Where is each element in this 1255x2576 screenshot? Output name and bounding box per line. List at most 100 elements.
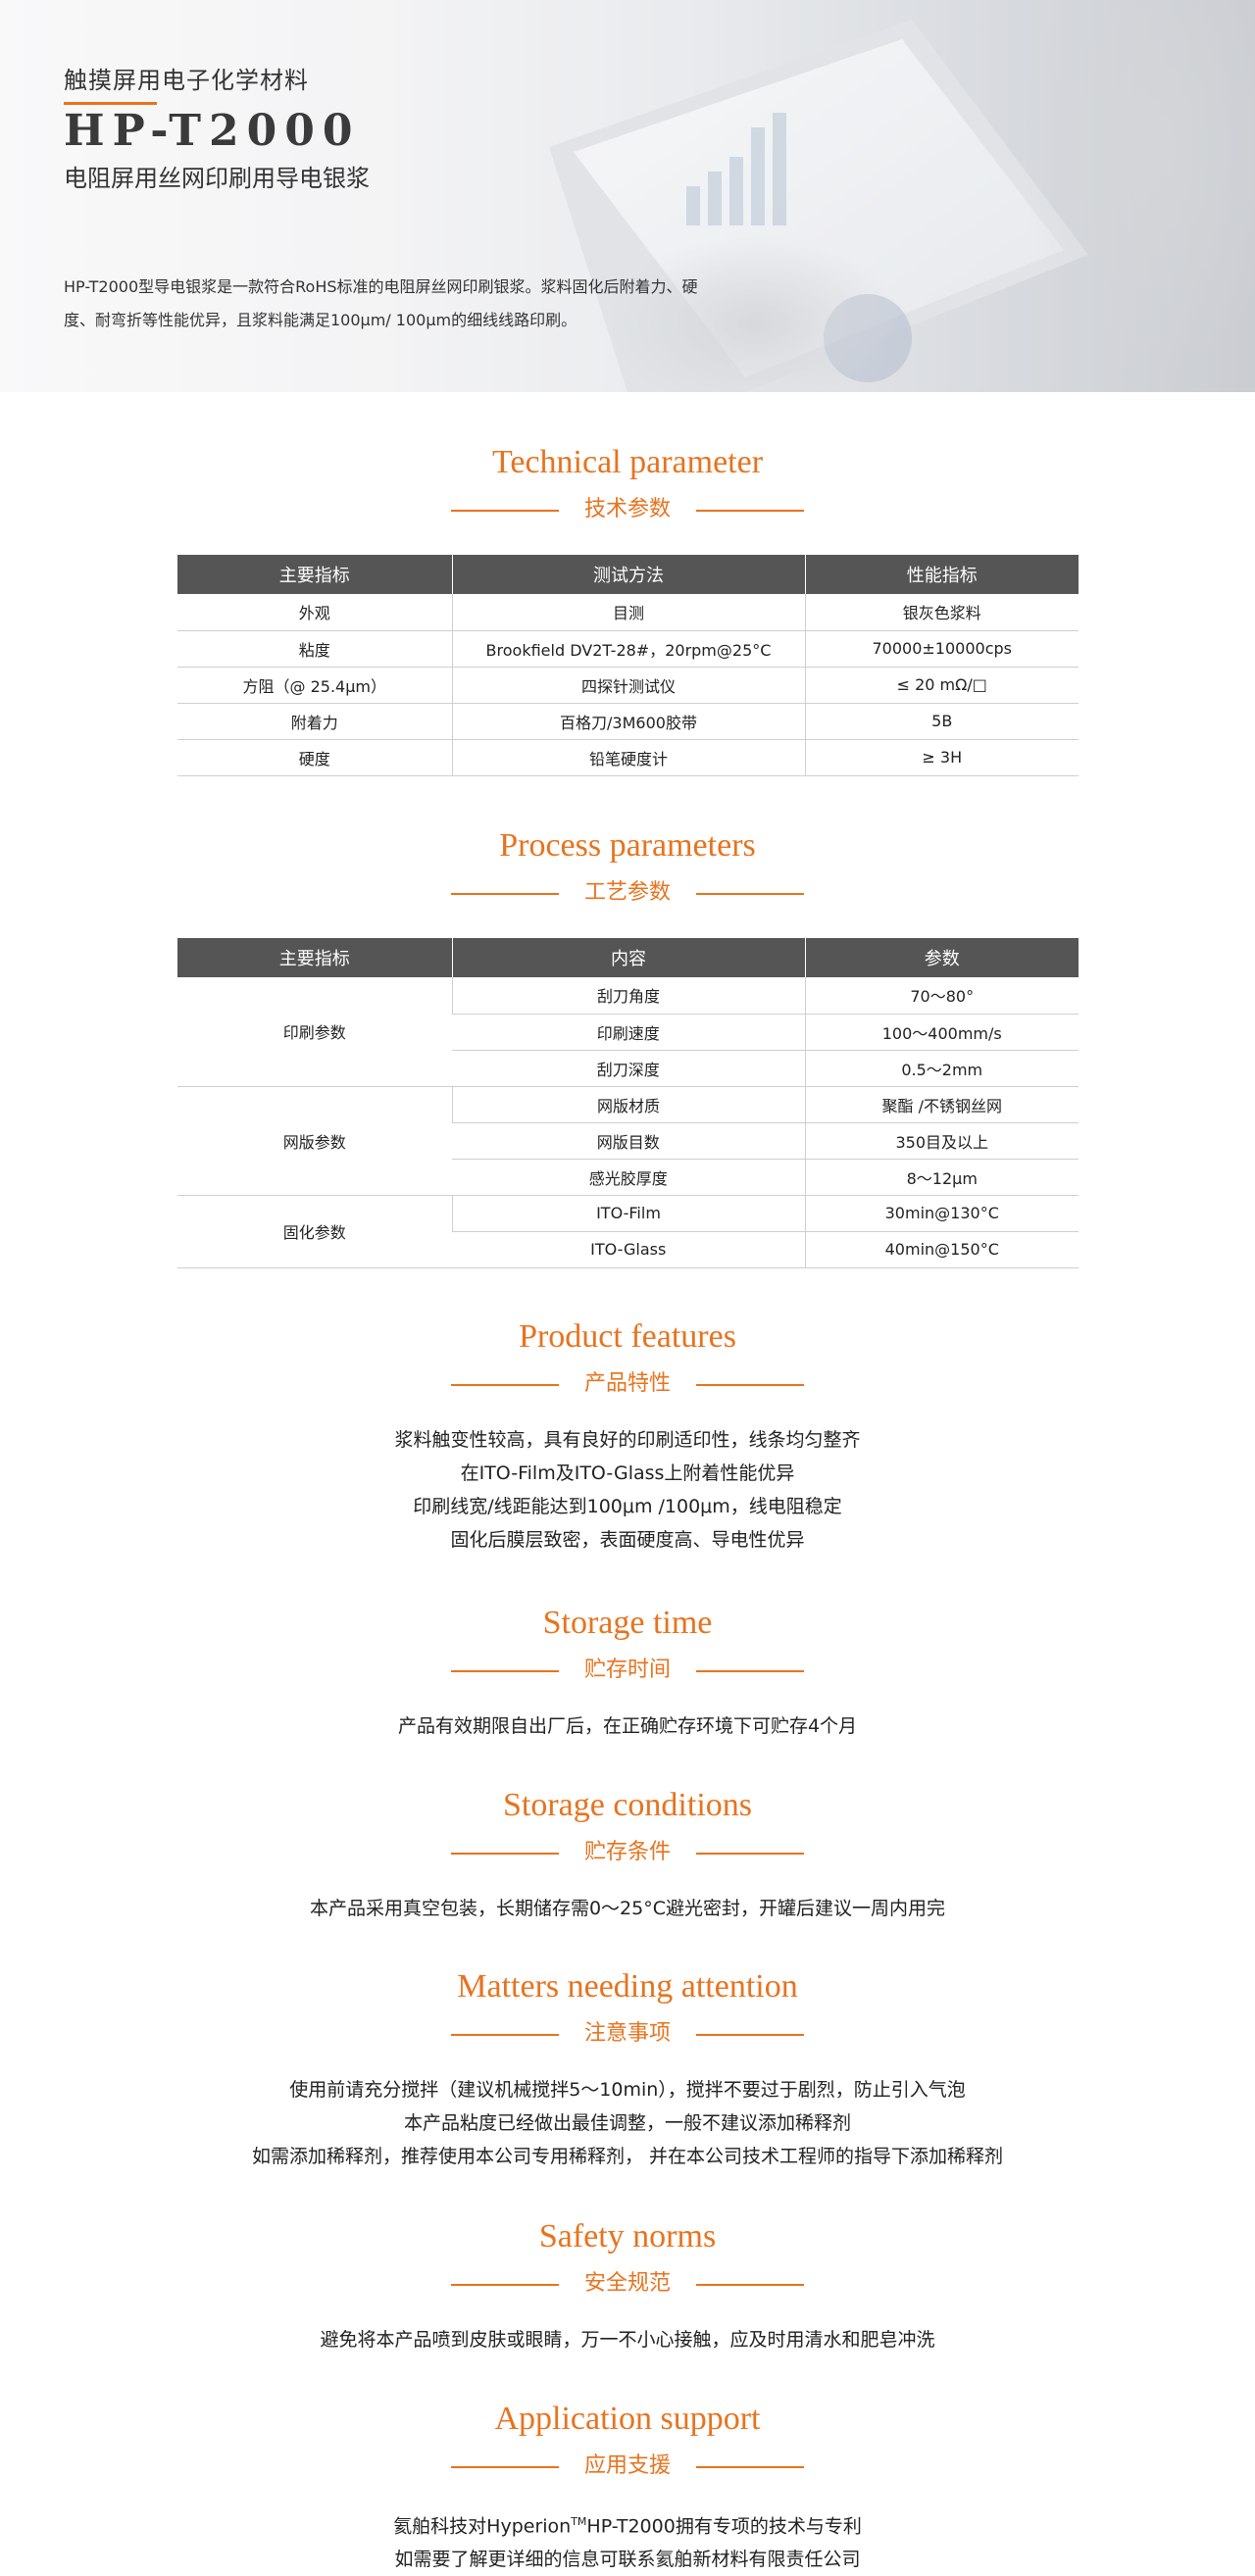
table-row: 刮刀深度 0.5～2mm	[177, 1050, 1079, 1087]
group-label: 网版参数	[177, 1086, 452, 1196]
product-subtitle: 电阻屏用丝网印刷用导电银浆	[64, 165, 370, 192]
safety-text: 避免将本产品喷到皮肤或眼睛，万一不小心接触，应及时用清水和肥皂冲洗	[0, 2323, 1255, 2356]
support-text-part: HP-T2000拥有专项的技术与专利	[586, 2515, 862, 2538]
section-safety-norms: Safety norms 安全规范 避免将本产品喷到皮肤或眼睛，万一不小心接触，…	[0, 2217, 1255, 2356]
technical-parameter-table: 主要指标 测试方法 性能指标 外观 目测 银灰色浆料 粘度 Brookfield…	[177, 555, 1079, 776]
section-matters-needing-attention: Matters needing attention 注意事项 使用前请充分搅拌（…	[0, 1967, 1255, 2173]
section-subtitle-row: 技术参数	[451, 496, 804, 523]
table-cell: 100～400mm/s	[804, 1014, 1079, 1051]
section-title-en: Safety norms	[538, 2218, 717, 2254]
table-row: 硬度 铅笔硬度计 ≥ 3H	[177, 739, 1079, 776]
table-row: 印刷参数 刮刀角度 70～80°	[177, 977, 1079, 1087]
column-header: 性能指标	[804, 555, 1079, 594]
table-cell: 8～12μm	[804, 1159, 1079, 1196]
section-title-cn: 贮存时间	[583, 1658, 671, 1682]
hero-banner: 触摸屏用电子化学材料 HP-T2000 电阻屏用丝网印刷用导电银浆 HP-T20…	[0, 0, 1255, 392]
table-row: 外观 目测 银灰色浆料	[177, 594, 1079, 631]
divider-line	[696, 510, 804, 512]
section-title-cn: 应用支援	[583, 2453, 671, 2478]
divider-line	[696, 2284, 804, 2286]
table-header-row: 主要指标 测试方法 性能指标	[177, 555, 1079, 594]
table-cell: 刮刀角度	[451, 977, 805, 1015]
section-subtitle-row: 工艺参数	[451, 879, 804, 907]
text-line: 避免将本产品喷到皮肤或眼睛，万一不小心接触，应及时用清水和肥皂冲洗	[320, 2329, 935, 2351]
storage-time-text: 产品有效期限自出厂后，在正确贮存环境下可贮存4个月	[0, 1709, 1255, 1743]
product-description: HP-T2000型导电银浆是一款符合RoHS标准的电阻屏丝网印刷银浆。浆料固化后…	[64, 271, 799, 337]
section-subtitle-row: 贮存条件	[451, 1839, 804, 1866]
trademark-mark: TM	[571, 2515, 587, 2528]
table-cell: 感光胶厚度	[452, 1159, 805, 1196]
section-title-cn: 工艺参数	[583, 880, 671, 905]
column-header: 参数	[804, 938, 1079, 977]
table-row: 网版目数 350目及以上	[177, 1122, 1079, 1160]
group-label: 印刷参数	[177, 977, 452, 1087]
divider-line	[451, 1384, 559, 1386]
text-line: 本产品采用真空包装，长期储存需0～25°C避光密封，开罐后建议一周内用完	[309, 1898, 946, 1919]
section-title-en: Process parameters	[499, 827, 756, 864]
attention-list: 使用前请充分搅拌（建议机械搅拌5～10min），搅拌不要过于剧烈，防止引入气泡 …	[0, 2073, 1255, 2173]
section-title-cn: 贮存条件	[583, 1840, 671, 1864]
section-title-cn: 产品特性	[583, 1371, 671, 1396]
table-cell: ≤ 20 mΩ/□	[804, 667, 1079, 704]
table-row: 方阻（@ 25.4μm） 四探针测试仪 ≤ 20 mΩ/□	[177, 667, 1079, 704]
support-text: 氦舶科技对HyperionTMHP-T2000拥有专项的技术与专利 如需要了解更…	[0, 2505, 1255, 2576]
section-subtitle-row: 安全规范	[451, 2270, 804, 2298]
support-text-part: 氦舶科技对Hyperion	[393, 2515, 572, 2538]
divider-line	[451, 1670, 559, 1672]
divider-line	[451, 2034, 559, 2036]
section-subtitle-row: 产品特性	[451, 1370, 804, 1398]
table-cell: 70000±10000cps	[804, 630, 1079, 668]
divider-line	[451, 2466, 559, 2468]
description-line: HP-T2000型导电银浆是一款符合RoHS标准的电阻屏丝网印刷银浆。浆料固化后…	[64, 277, 698, 296]
table-cell: 70～80°	[804, 977, 1079, 1015]
feature-line: 在ITO-Film及ITO-Glass上附着性能优异	[460, 1462, 795, 1484]
table-row: 固化参数 ITO-Film 30min@130°C	[177, 1195, 1079, 1268]
divider-line	[451, 2284, 559, 2286]
table-cell: 网版目数	[452, 1122, 805, 1160]
section-storage-time: Storage time 贮存时间 产品有效期限自出厂后，在正确贮存环境下可贮存…	[0, 1604, 1255, 1743]
table-cell: ≥ 3H	[804, 739, 1079, 776]
section-storage-conditions: Storage conditions 贮存条件 本产品采用真空包装，长期储存需0…	[0, 1786, 1255, 1925]
divider-line	[696, 2034, 804, 2036]
table-cell: 硬度	[177, 739, 452, 776]
table-cell: 银灰色浆料	[804, 594, 1079, 631]
section-technical-parameter: Technical parameter 技术参数	[0, 443, 1255, 523]
text-line: 本产品粘度已经做出最佳调整，一般不建议添加稀释剂	[403, 2112, 851, 2134]
column-header: 内容	[451, 938, 805, 977]
section-title-cn: 安全规范	[583, 2271, 671, 2296]
table-row: 附着力 百格刀/3M600胶带 5B	[177, 703, 1079, 740]
table-cell: 附着力	[177, 703, 452, 740]
column-header: 主要指标	[177, 938, 452, 977]
table-header-row: 主要指标 内容 参数	[177, 938, 1079, 977]
description-line: 度、耐弯折等性能优异，且浆料能满足100μm/ 100μm的细线线路印刷。	[64, 311, 577, 329]
table-row: 印刷速度 100～400mm/s	[177, 1014, 1079, 1051]
table-cell: ITO-Glass	[452, 1231, 805, 1268]
divider-line	[696, 893, 804, 895]
section-title-en: Storage time	[542, 1605, 713, 1641]
table-cell: 5B	[804, 703, 1079, 740]
section-title-en: Product features	[519, 1318, 736, 1355]
table-cell: Brookfield DV2T-28#，20rpm@25°C	[451, 630, 805, 668]
section-application-support: Application support 应用支援 氦舶科技对HyperionTM…	[0, 2400, 1255, 2576]
table-cell: 0.5～2mm	[804, 1050, 1079, 1087]
section-process-parameters: Process parameters 工艺参数	[0, 826, 1255, 907]
table-cell: 外观	[177, 594, 452, 631]
table-cell: 百格刀/3M600胶带	[451, 703, 805, 740]
storage-conditions-text: 本产品采用真空包装，长期储存需0～25°C避光密封，开罐后建议一周内用完	[0, 1892, 1255, 1925]
divider-line	[696, 1853, 804, 1855]
table-cell: 方阻（@ 25.4μm）	[177, 667, 452, 704]
table-cell: 350目及以上	[804, 1122, 1079, 1160]
feature-list: 浆料触变性较高，具有良好的印刷适印性，线条均匀整齐 在ITO-Film及ITO-…	[0, 1423, 1255, 1557]
section-product-features: Product features 产品特性 浆料触变性较高，具有良好的印刷适印性…	[0, 1317, 1255, 1557]
table-cell: 印刷速度	[452, 1014, 805, 1051]
product-model: HP-T2000	[64, 106, 361, 156]
table-cell: 网版材质	[451, 1086, 805, 1123]
process-parameter-table: 主要指标 内容 参数 印刷参数 刮刀角度 70～80° 印刷速度 100～400…	[177, 938, 1079, 1268]
text-line: 产品有效期限自出厂后，在正确贮存环境下可贮存4个月	[397, 1715, 858, 1737]
category-underline	[64, 102, 157, 105]
section-subtitle-row: 应用支援	[451, 2452, 804, 2480]
text-line: 使用前请充分搅拌（建议机械搅拌5～10min），搅拌不要过于剧烈，防止引入气泡	[289, 2079, 966, 2101]
table-cell: 刮刀深度	[452, 1050, 805, 1087]
text-line: 氦舶科技对HyperionTMHP-T2000拥有专项的技术与专利	[0, 2505, 1255, 2543]
tablet-photo-background	[0, 0, 1255, 392]
